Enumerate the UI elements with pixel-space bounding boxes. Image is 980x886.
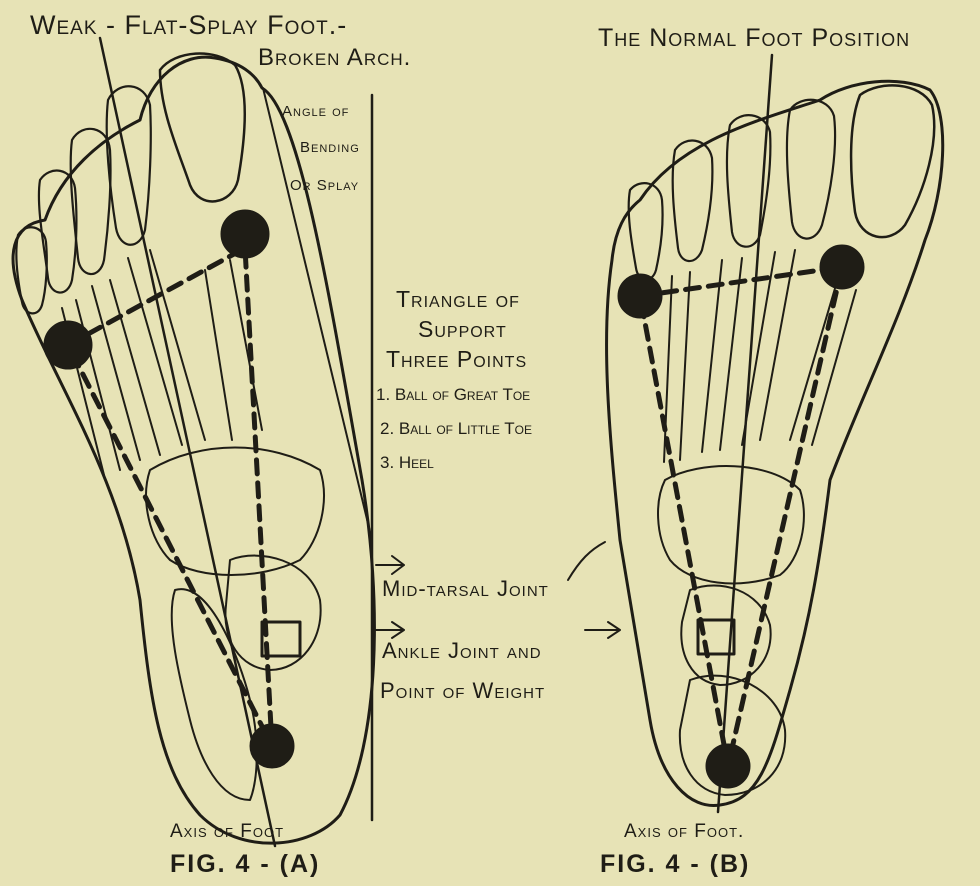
ankle-pointer-left [376, 622, 404, 638]
angle-label-line1: Angle of [282, 104, 349, 119]
right-support-triangle [640, 267, 842, 766]
left-foot [13, 38, 374, 846]
right-toe-5 [629, 183, 663, 279]
ankle-joint-label-line1: Ankle Joint and [382, 640, 542, 662]
angle-label-line3: Or Splay [290, 178, 359, 193]
support-point-3: 3. Heel [380, 454, 434, 471]
right-metatarsal-4 [664, 272, 690, 462]
angle-label-line2: Bending [300, 140, 360, 155]
left-point-little-toe [44, 321, 92, 369]
midtarsal-joint-label: Mid-tarsal Joint [382, 578, 549, 600]
ankle-pointer-right [585, 622, 620, 638]
triangle-label-line1: Triangle of [396, 288, 520, 311]
right-foot-outline [607, 81, 943, 805]
right-foot [607, 55, 943, 812]
left-point-heel [250, 724, 294, 768]
left-foot-axis [100, 38, 275, 846]
left-metatarsal-3 [92, 280, 160, 460]
midtarsal-pointer-right [568, 542, 605, 580]
triangle-label-line3: Three Points [386, 348, 527, 371]
left-point-great-toe [221, 210, 269, 258]
figure-caption-a: FIG. 4 - (A) [170, 852, 320, 877]
support-point-2: 2. Ball of Little Toe [380, 420, 532, 437]
left-axis-label: Axis of Foot [170, 822, 284, 841]
left-title-line2: Broken Arch. [258, 46, 411, 70]
figure-caption-b: FIG. 4 - (B) [600, 852, 750, 877]
support-point-1: 1. Ball of Great Toe [376, 386, 530, 403]
right-title: The Normal Foot Position [598, 26, 910, 51]
right-point-heel [706, 744, 750, 788]
right-great-toe [851, 85, 934, 237]
left-talus [225, 556, 320, 670]
right-point-great-toe [820, 245, 864, 289]
midtarsal-pointer-left [376, 556, 404, 574]
left-title-line1: Weak - Flat-Splay Foot.- [30, 12, 347, 39]
triangle-label-line2: Support [418, 318, 507, 341]
left-tarsals [146, 448, 324, 576]
right-toe-2 [787, 100, 835, 239]
right-point-little-toe [618, 274, 662, 318]
right-metatarsal-1 [790, 285, 856, 445]
left-great-toe [160, 54, 245, 202]
ankle-joint-label-line2: Point of Weight [380, 680, 545, 702]
right-axis-label: Axis of Foot. [624, 822, 744, 841]
